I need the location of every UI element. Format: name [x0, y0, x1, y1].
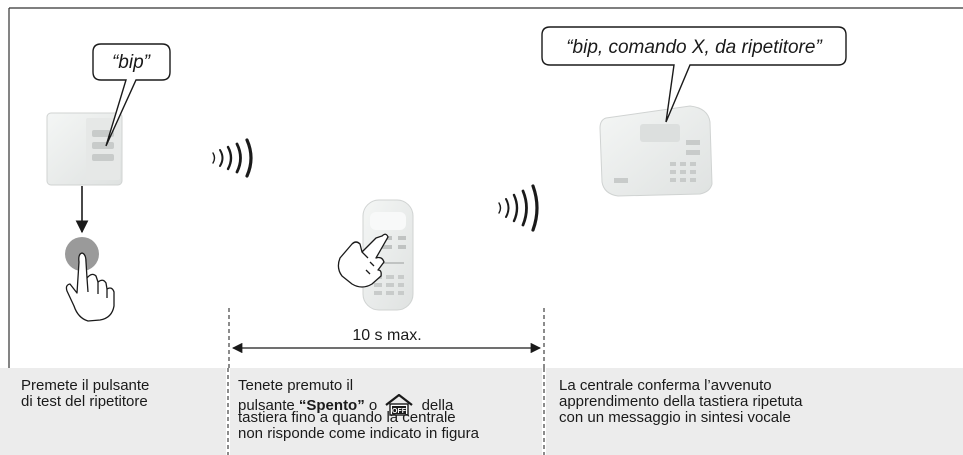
radio-waves-icon-2: [498, 184, 539, 232]
caption-3-line-3: con un messaggio in sintesi vocale: [559, 409, 791, 426]
caption-2-line-2: pulsante “Spento” o OFF della: [238, 394, 479, 416]
speech-bubble-central: “bip, comando X, da ripetitore”: [541, 26, 847, 123]
caption-2-line-3: tastiera fino a quando la centrale: [238, 409, 456, 426]
caption-step-2: Tenete premuto il pulsante “Spento” o OF…: [238, 378, 479, 442]
caption-2-line-1: Tenete premuto il: [238, 377, 354, 394]
caption-2-line-4: non risponde come indicato in figura: [238, 425, 479, 442]
caption-step-1: Premete il pulsante di test del ripetito…: [21, 378, 149, 410]
caption-2-line-2-mid: o: [364, 397, 382, 414]
caption-3-line-2: apprendimento della tastiera ripetuta: [559, 393, 803, 410]
dim-label: 10 s max.: [352, 327, 421, 344]
caption-step-3: La centrale conferma l’avvenuto apprendi…: [559, 378, 803, 426]
caption-2-line-2-pre: pulsante: [238, 397, 299, 414]
bubble-repeater-text: “bip”: [112, 52, 152, 73]
speech-bubble-repeater: “bip”: [92, 43, 171, 147]
caption-1-line-2: di test del ripetitore: [21, 393, 148, 410]
off-keyword: “Spento”: [298, 397, 365, 414]
hand-press-icon-2: [337, 233, 389, 288]
caption-panel-1: [0, 368, 226, 455]
caption-3-line-1: La centrale conferma l’avvenuto: [559, 377, 772, 394]
radio-waves-icon-1: [212, 138, 253, 178]
off-house-label: OFF: [392, 408, 407, 415]
off-house-icon: OFF: [385, 394, 414, 416]
caption-panel-3: [546, 368, 963, 455]
caption-2-line-2-post: della: [417, 397, 454, 414]
keypad-device: [362, 199, 414, 311]
central-unit-device: [599, 105, 713, 197]
caption-panel-2: [230, 368, 542, 455]
hand-press-icon-1: [65, 252, 115, 322]
caption-1-line-1: Premete il pulsante: [21, 377, 150, 394]
bubble-central-text: “bip, comando X, da ripetitore”: [566, 37, 823, 58]
repeater-device: [46, 112, 123, 186]
